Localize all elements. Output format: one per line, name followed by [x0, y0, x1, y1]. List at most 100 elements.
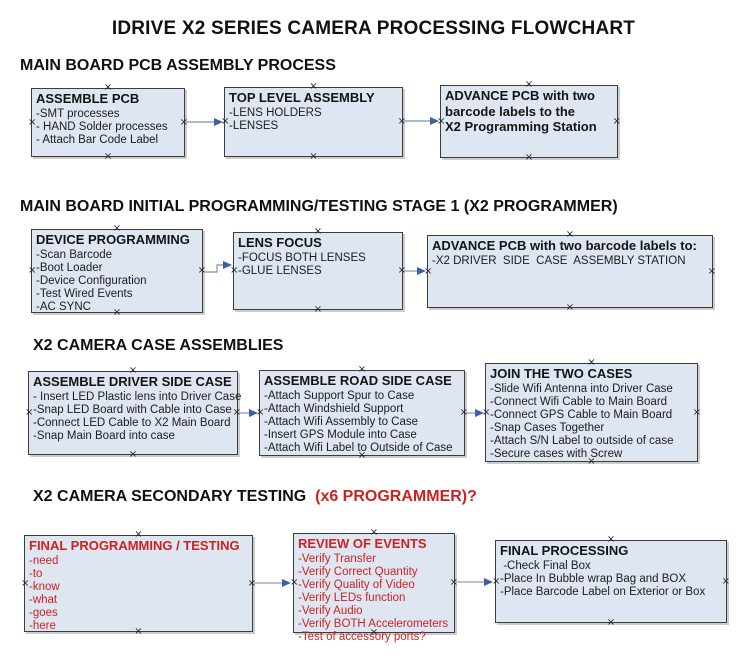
box-item: - Insert LED Plastic lens into Driver Ca… [33, 390, 242, 403]
flow-box-final-processing: FINAL PROCESSING -Check Final Box-Place … [492, 535, 730, 628]
heading-black-part: X2 CAMERA SECONDARY TESTING [33, 488, 316, 505]
box-items: -Scan Barcode-Boot Loader-Device Configu… [36, 249, 198, 315]
connector-device-programming-to-lens-focus [204, 261, 232, 273]
box-item: -Place In Bubble wrap Bag and BOX [500, 572, 687, 585]
box-item: -Verify Transfer [298, 552, 376, 565]
box-item: -know [29, 580, 60, 593]
flow-box-join-the-two-cases: JOIN THE TWO CASES -Slide Wifi Antenna i… [482, 358, 701, 467]
section-heading-pcb-assembly: MAIN BOARD PCB ASSEMBLY PROCESS [20, 57, 336, 74]
box-item: -Boot Loader [36, 261, 103, 274]
box-item: -here [29, 620, 56, 633]
connector-top-level-to-advance-pcb [404, 117, 439, 125]
box-item: -Verify LEDs function [298, 591, 406, 604]
flow-box-assemble-pcb: ASSEMBLE PCB -SMT processes- HAND Solder… [28, 83, 188, 162]
connector-final-programming-to-review [254, 579, 291, 587]
box-item: -X2 DRIVER SIDE CASE ASSEMBLY STATION [432, 254, 686, 267]
box-title: LENS FOCUS [238, 235, 322, 250]
box-item: -LENSES [229, 119, 279, 132]
box-item: - HAND Solder processes [36, 120, 168, 133]
box-items: -SMT processes- HAND Solder processes- A… [36, 108, 180, 147]
box-item: -Scan Barcode [36, 248, 113, 261]
box-item: -Snap Main Board into case [33, 429, 175, 442]
connection-handle-icon: × [612, 115, 621, 127]
box-item: -GLUE LENSES [238, 264, 322, 277]
box-items: -Check Final Box-Place In Bubble wrap Ba… [500, 560, 722, 599]
connection-handle-icon: × [103, 151, 113, 162]
box-item: -Check Final Box [500, 559, 591, 572]
box-item: -to [29, 567, 43, 580]
box-title: ASSEMBLE DRIVER SIDE CASE [33, 374, 232, 389]
connection-handle-icon: × [449, 577, 458, 588]
connection-handle-icon: × [459, 407, 468, 418]
box-item: -Slide Wifi Antenna into Driver Case [490, 382, 673, 395]
box-items: -need-to-know-what-goes-here [29, 555, 248, 634]
connector-road-case-to-join-cases [466, 409, 484, 417]
flow-box-advance-pcb-programming-station: ADVANCE PCB with two barcode labels to t… [437, 80, 621, 163]
connection-handle-icon: × [424, 265, 433, 277]
box-items: -Attach Support Spur to Case-Attach Wind… [264, 390, 460, 456]
box-item: -Verify Correct Quantity [298, 565, 418, 578]
box-item: -Connect Wifi Cable to Main Board [490, 395, 668, 408]
box-title: ASSEMBLE PCB [36, 91, 140, 106]
connection-handle-icon: × [313, 304, 323, 315]
box-title: FINAL PROCESSING [500, 543, 629, 558]
connector-assemble-pcb-to-top-level [186, 118, 223, 126]
box-item: -FOCUS BOTH LENSES [238, 251, 366, 264]
box-item: -Attach Wifi Label to Outside of Case [264, 442, 453, 455]
connection-handle-icon: × [524, 152, 534, 163]
box-title: JOIN THE TWO CASES [490, 366, 633, 381]
flow-box-top-level-assembly: TOP LEVEL ASSEMBLY -LENS HOLDERS-LENSES … [221, 82, 406, 162]
connection-handle-icon: × [397, 116, 406, 127]
box-item: -Verify Quality of Video [298, 578, 415, 591]
box-title: ASSEMBLE ROAD SIDE CASE [264, 373, 452, 388]
box-item: -Snap Cases Together [490, 421, 605, 434]
box-item: -Snap LED Board with Cable into Case [33, 403, 232, 416]
connection-handle-icon: × [707, 265, 716, 277]
box-title: DEVICE PROGRAMMING [36, 232, 190, 247]
box-item: -LENS HOLDERS [229, 106, 322, 119]
box-item: -Insert GPS Module into Case [264, 428, 417, 441]
box-item: -Test Wired Events [36, 287, 133, 300]
flow-box-device-programming: DEVICE PROGRAMMING -Scan Barcode-Boot Lo… [28, 224, 206, 318]
connector-lens-focus-to-advance-pcb2 [404, 267, 426, 275]
heading-red-part: (x6 PROGRAMMER)? [315, 488, 477, 505]
box-title: ADVANCE PCB with two barcode labels to: [432, 238, 697, 253]
box-item: -SMT processes [36, 107, 120, 120]
connection-handle-icon: × [128, 449, 138, 460]
connection-handle-icon: × [565, 302, 575, 313]
connection-handle-icon: × [179, 116, 188, 128]
box-item: -Place Barcode Label on Exterior or Box [500, 585, 706, 598]
box-item: -AC SYNC [36, 301, 91, 314]
box-item: -goes [29, 607, 58, 620]
flow-box-advance-pcb-driver-side-station: ADVANCE PCB with two barcode labels to: … [424, 230, 716, 313]
section-heading-secondary-testing: X2 CAMERA SECONDARY TESTING (x6 PROGRAMM… [33, 488, 477, 506]
connection-handle-icon: × [309, 151, 318, 162]
box-item: -Verify Audio [298, 605, 363, 618]
box-items: - Insert LED Plastic lens into Driver Ca… [33, 390, 242, 443]
flow-box-review-of-events: REVIEW OF EVENTS -Verify Transfer-Verify… [290, 528, 458, 644]
connection-handle-icon: × [721, 575, 730, 587]
flow-box-lens-focus: LENS FOCUS -FOCUS BOTH LENSES-GLUE LENSE… [230, 227, 406, 315]
box-item: -Test of accessory ports? [298, 631, 426, 644]
box-item: -Attach Wifi Assembly to Case [264, 415, 419, 428]
box-items: -LENS HOLDERS-LENSES [229, 107, 398, 133]
section-heading-case-assemblies: X2 CAMERA CASE ASSEMBLIES [33, 337, 284, 354]
connection-handle-icon: × [247, 577, 256, 589]
flow-box-assemble-driver-side-case: ASSEMBLE DRIVER SIDE CASE - Insert LED P… [25, 366, 242, 460]
box-items: -Verify Transfer-Verify Correct Quantity… [298, 553, 450, 645]
box-item: -what [29, 593, 58, 606]
box-item: - Attach Bar Code Label [36, 133, 159, 146]
connection-handle-icon: × [692, 406, 701, 418]
box-item: -Attach Support Spur to Case [264, 389, 415, 402]
connector-review-to-final-processing [456, 578, 493, 586]
box-item: -Attach S/N Label to outside of case [490, 435, 674, 448]
connection-handle-icon: × [397, 265, 406, 276]
box-title: TOP LEVEL ASSEMBLY [229, 90, 375, 105]
box-items: -X2 DRIVER SIDE CASE ASSEMBLY STATION [432, 255, 708, 268]
box-item: -Connect GPS Cable to Main Board [490, 408, 673, 421]
connection-handle-icon: × [606, 617, 616, 628]
box-items: -Slide Wifi Antenna into Driver Case-Con… [490, 383, 693, 462]
section-heading-initial-programming: MAIN BOARD INITIAL PROGRAMMING/TESTING S… [20, 198, 618, 215]
box-item: -Secure cases with Screw [490, 448, 623, 461]
